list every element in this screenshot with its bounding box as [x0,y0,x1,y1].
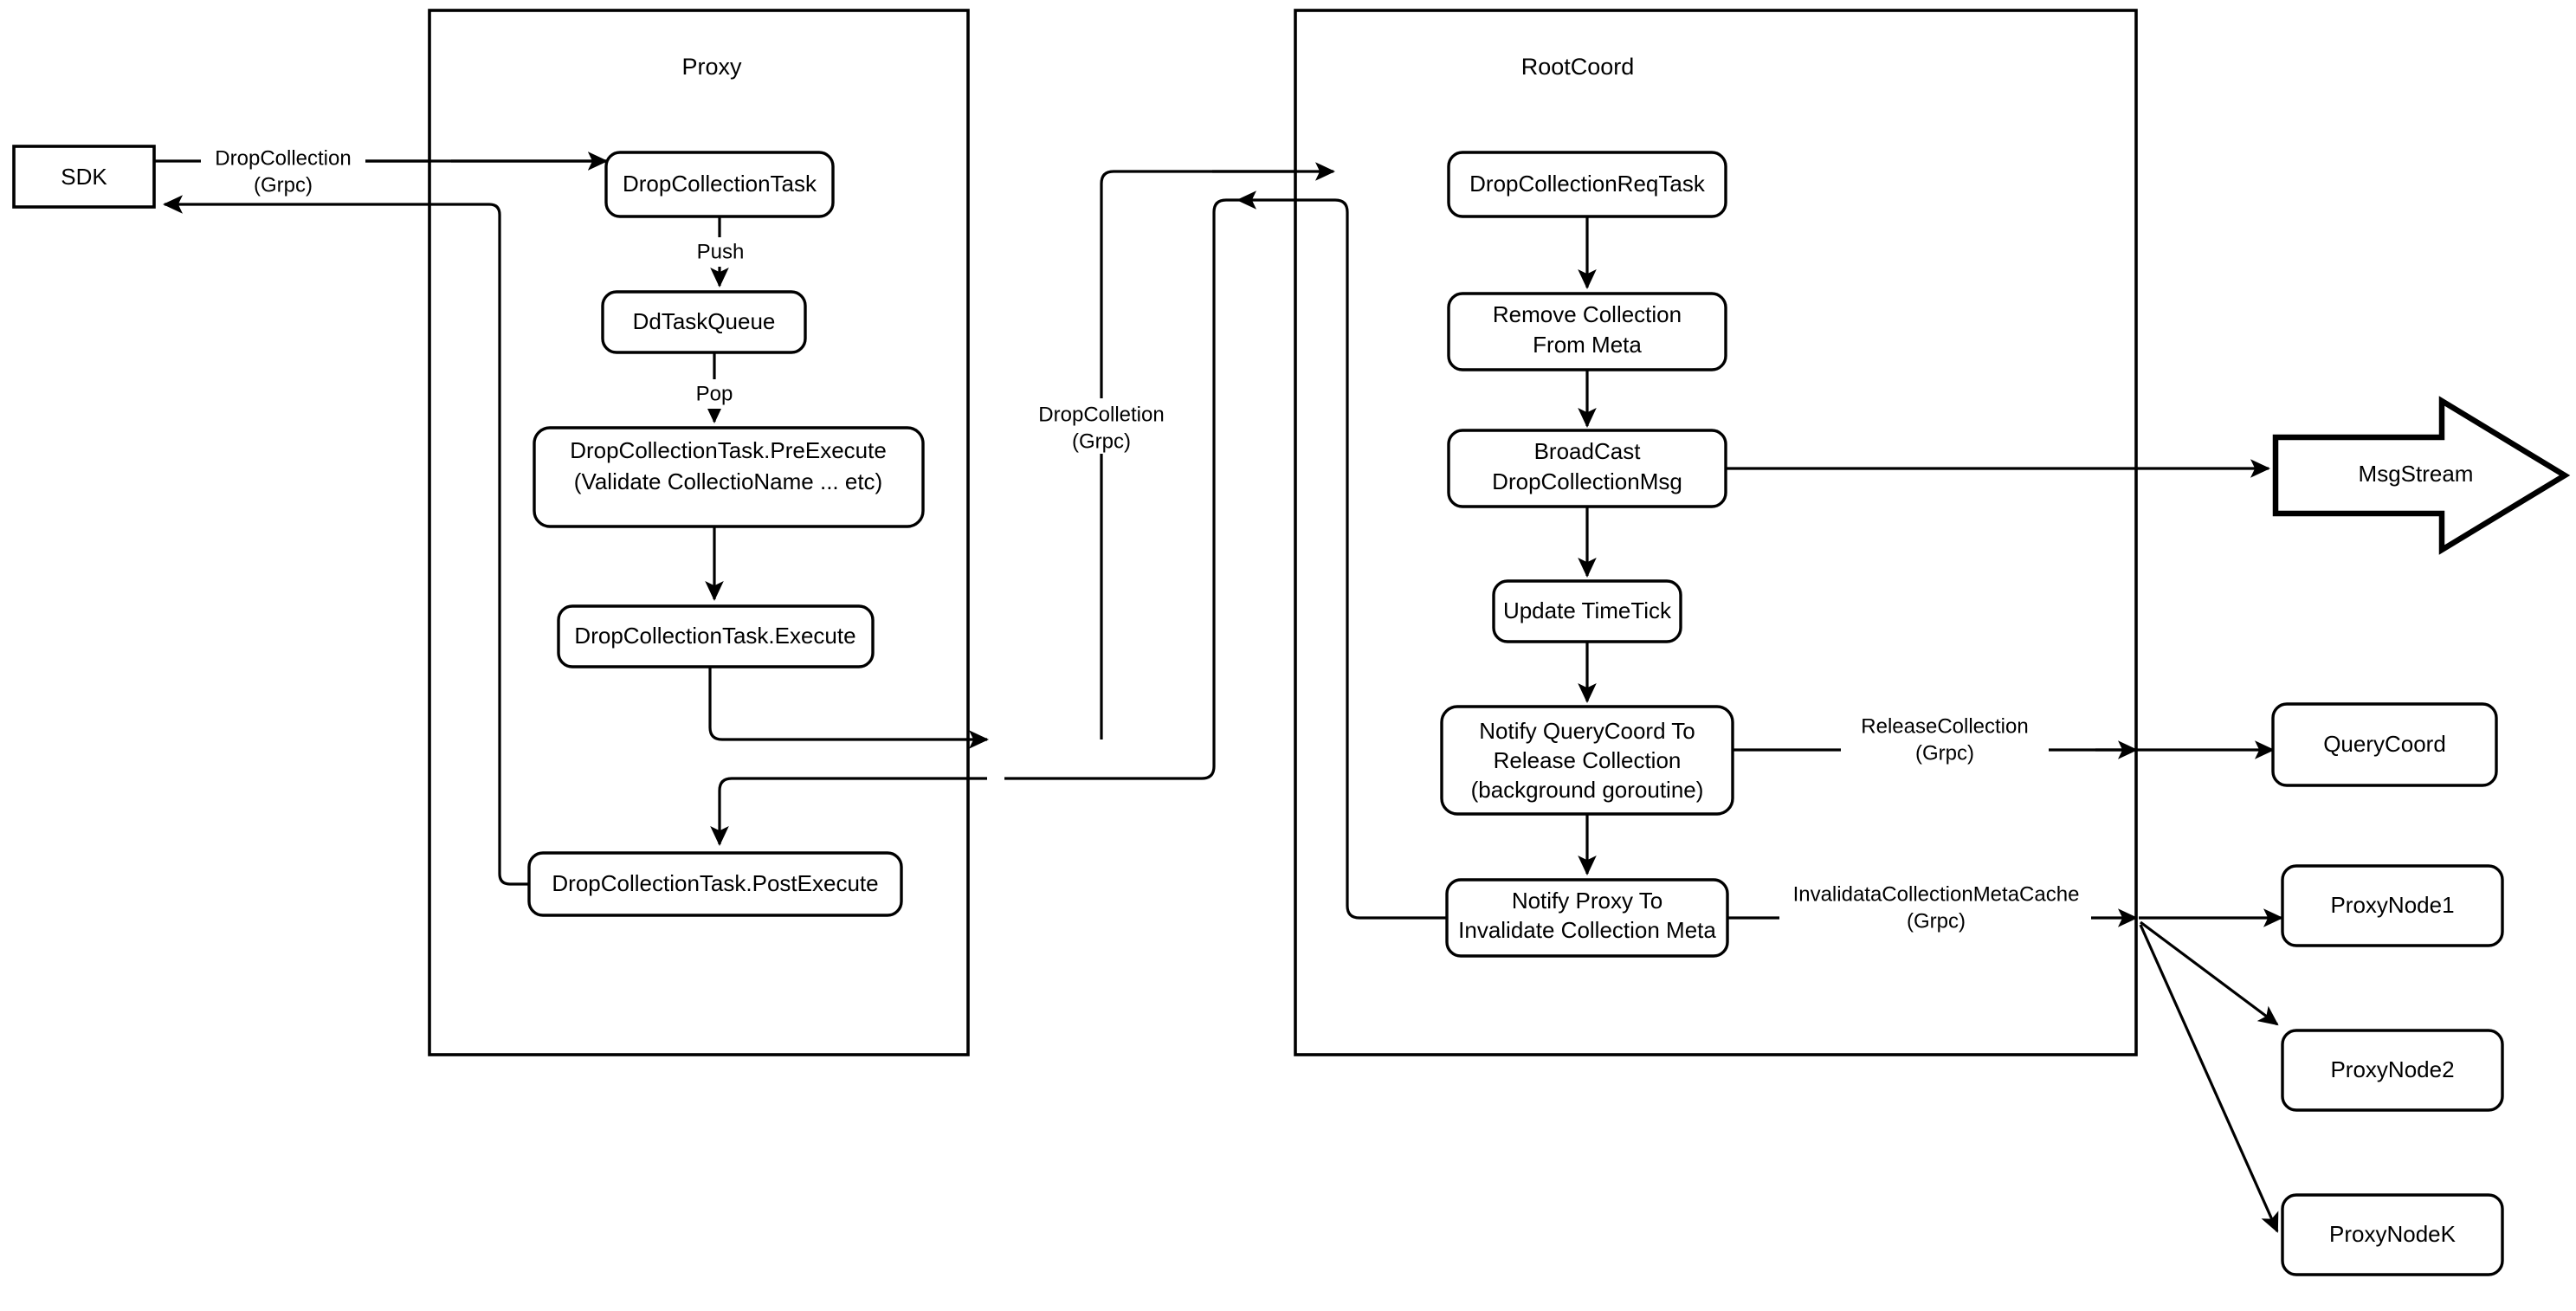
sdk-node[interactable]: SDK [12,145,156,209]
notify-proxy-label-line1: Notify Proxy To [1512,888,1662,914]
broadcast-label-line2: DropCollectionMsg [1492,468,1682,494]
notify-query-label-line1: Notify QueryCoord To [1479,718,1695,744]
execute-label: DropCollectionTask.Execute [574,623,855,649]
node-notify-proxy-invalidate[interactable]: Notify Proxy To Invalidate Collection Me… [1445,878,1729,958]
querycoord-label: QueryCoord [2323,731,2446,757]
proxynodek-label: ProxyNodeK [2329,1221,2457,1247]
label-dropcollection-grpc-line2: (Grpc) [254,173,313,197]
remove-meta-label-line2: From Meta [1533,332,1642,358]
sdk-label: SDK [61,164,107,190]
preexecute-label-line1: DropCollectionTask.PreExecute [570,437,887,463]
proxynode2-label: ProxyNode2 [2330,1056,2454,1082]
label-push-halo [684,237,757,267]
preexecute-box[interactable] [533,426,925,528]
drop-collection-task-label: DropCollectionTask [623,171,817,197]
edge-proxy-to-root-req [1100,170,1295,739]
node-drop-collection-reqtask[interactable]: DropCollectionReqTask [1447,151,1727,218]
node-notify-querycoord[interactable]: Notify QueryCoord To Release Collection … [1440,705,1734,816]
drop-collection-reqtask-label: DropCollectionReqTask [1469,171,1706,197]
label-push-text: Push [697,240,745,263]
edge-postexecute-to-sdk [163,195,529,886]
label-dropcollection-grpc-line1: DropCollection [215,146,351,170]
querycoord-box[interactable] [2271,702,2498,787]
postexecute-box[interactable] [527,851,903,917]
label-release-halo [1841,705,2049,760]
label-proxy-root-halo [1020,398,1183,454]
node-preexecute[interactable]: DropCollectionTask.PreExecute (Validate … [533,426,925,528]
label-pop-text: Pop [696,382,733,405]
node-execute[interactable]: DropCollectionTask.Execute [557,604,875,668]
node-proxynode2[interactable]: ProxyNode2 [2281,1029,2504,1112]
node-remove-collection-from-meta[interactable]: Remove Collection From Meta [1447,292,1727,371]
dd-task-queue-label: DdTaskQueue [633,308,776,334]
dd-task-queue-box[interactable] [601,290,807,354]
label-dropcolletion-grpc-line1: DropColletion [1038,403,1164,426]
label-invalidate-line1: InvalidataCollectionMetaCache [1793,882,2080,906]
label-pop: Pop [682,379,746,409]
node-proxynodek[interactable]: ProxyNodeK [2281,1193,2504,1276]
broadcast-label-line1: BroadCast [1534,438,1642,464]
node-querycoord[interactable]: QueryCoord [2271,702,2498,787]
edge-return-to-postexecute [710,777,987,846]
remove-meta-label-line1: Remove Collection [1493,301,1682,327]
edge-junction-to-proxynode2 [2140,920,2279,1026]
label-invalidate-meta-cache: InvalidataCollectionMetaCache (Grpc) [1779,873,2091,933]
node-postexecute[interactable]: DropCollectionTask.PostExecute [527,851,903,917]
drop-collection-task-box[interactable] [604,151,835,218]
proxynodek-box[interactable] [2281,1193,2504,1276]
proxynode1-box[interactable] [2281,864,2504,947]
label-sdk-to-proxy: DropCollection (Grpc) [201,142,365,197]
label-sdk-halo [201,142,365,197]
label-release-collection: ReleaseCollection (Grpc) [1841,705,2049,765]
label-releasecollection-line1: ReleaseCollection [1861,714,2028,738]
proxynode2-box[interactable] [2281,1029,2504,1112]
postexecute-label: DropCollectionTask.PostExecute [552,870,878,896]
label-pop-halo [682,379,746,409]
node-msgstream[interactable]: MsgStream [2272,396,2571,555]
edge-execute-to-rootcoord [708,663,989,749]
node-broadcast-dropcollectionmsg[interactable]: BroadCast DropCollectionMsg [1447,429,1727,508]
rootcoord-panel-title: RootCoord [1521,54,1635,80]
node-update-timetick[interactable]: Update TimeTick [1492,579,1682,643]
proxy-panel-title: Proxy [681,54,742,80]
label-invalidate-halo [1779,873,2091,928]
label-dropcolletion-grpc-line2: (Grpc) [1072,429,1131,453]
edge-root-to-proxy-resp [1004,198,1238,780]
edge-rootcoord-return [1236,191,1447,920]
label-releasecollection-line2: (Grpc) [1915,741,1974,765]
edge-junction-to-proxynodek [2139,924,2279,1233]
proxynode1-label: ProxyNode1 [2330,892,2454,918]
preexecute-label-line2: (Validate CollectioName ... etc) [574,468,882,494]
node-drop-collection-task[interactable]: DropCollectionTask [604,151,835,218]
node-dd-task-queue[interactable]: DdTaskQueue [601,290,807,354]
update-timetick-label: Update TimeTick [1503,597,1672,623]
label-push: Push [684,237,757,267]
msgstream-label: MsgStream [2359,461,2474,487]
sdk-box[interactable] [12,145,156,209]
notify-query-label-line3: (background goroutine) [1471,777,1704,803]
notify-proxy-label-line2: Invalidate Collection Meta [1458,917,1716,943]
execute-box[interactable] [557,604,875,668]
label-proxy-to-rootcoord: DropColletion (Grpc) [1020,398,1183,454]
notify-query-label-line2: Release Collection [1494,747,1682,773]
msgstream-arrow-shape[interactable] [2272,396,2571,555]
label-invalidate-line2: (Grpc) [1907,909,1966,933]
node-proxynode1[interactable]: ProxyNode1 [2281,864,2504,947]
